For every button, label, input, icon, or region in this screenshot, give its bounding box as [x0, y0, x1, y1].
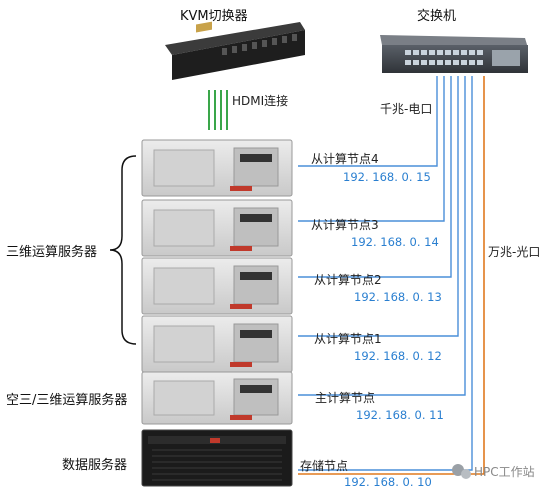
- server-rack-stack: [141, 139, 293, 425]
- server-chassis: [141, 257, 293, 315]
- server-chassis: [141, 315, 293, 373]
- data-server-group-label: 数据服务器: [62, 458, 128, 473]
- network-switch-icon: [380, 35, 528, 73]
- network-switch-label: 交换机: [417, 9, 457, 24]
- server-chassis: [141, 139, 293, 197]
- gigabit-cables: [298, 76, 473, 471]
- node-name-label: 从计算节点3: [311, 218, 379, 232]
- node-name-label: 主计算节点: [315, 391, 376, 405]
- group-brace: [109, 155, 137, 345]
- kvm-switch-icon: [165, 21, 305, 80]
- storage-server-icon: [141, 429, 293, 487]
- two-three-d-group-label: 空三/三维运算服务器: [6, 393, 128, 408]
- node-name-label: 从计算节点1: [314, 332, 382, 346]
- node-ip-label: 192. 168. 0. 11: [356, 408, 444, 422]
- node-name-label: 从计算节点4: [311, 152, 379, 166]
- watermark-label: HPC工作站: [474, 465, 535, 479]
- gigabit-link-label: 千兆-电口: [380, 102, 433, 116]
- server-chassis: [141, 199, 293, 257]
- node-ip-label: 192. 168. 0. 15: [343, 170, 431, 184]
- kvm-switch-label: KVM切换器: [180, 9, 248, 24]
- node-name-label: 从计算节点2: [314, 273, 382, 287]
- three-d-group-label: 三维运算服务器: [6, 245, 98, 260]
- node-name-label: 存储节点: [300, 459, 349, 473]
- node-ip-label: 192. 168. 0. 13: [354, 290, 442, 304]
- node-ip-label: 192. 168. 0. 14: [351, 235, 439, 249]
- ten-gigabit-cable: [298, 76, 485, 475]
- ten-gigabit-link-label: 万兆-光口: [488, 245, 541, 259]
- hdmi-cable: [208, 90, 228, 130]
- hdmi-link-label: HDMI连接: [232, 94, 289, 108]
- server-chassis: [141, 371, 293, 425]
- node-ip-label: 192. 168. 0. 10: [344, 475, 432, 489]
- wechat-icon: [452, 464, 471, 479]
- node-ip-label: 192. 168. 0. 12: [354, 349, 442, 363]
